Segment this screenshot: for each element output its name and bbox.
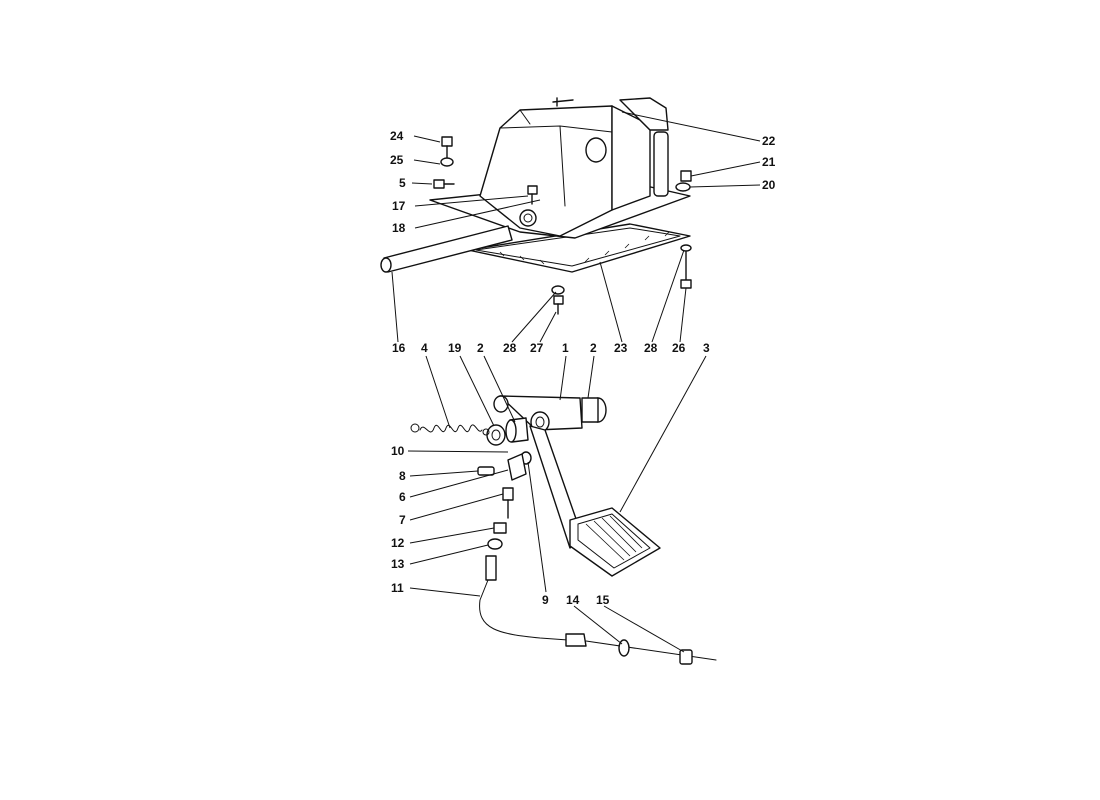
pivot-shaft <box>380 225 513 273</box>
callout-labels: 24 25 5 17 18 16 4 19 2 1 2 3 28 27 23 2… <box>390 129 776 607</box>
callout-24: 24 <box>390 129 404 143</box>
small-hardware-left <box>433 136 538 205</box>
callout-28-right: 28 <box>644 341 658 355</box>
callout-21: 21 <box>762 155 776 169</box>
callout-19: 19 <box>448 341 462 355</box>
callout-9: 9 <box>542 593 549 607</box>
callout-18: 18 <box>392 221 406 235</box>
callout-12: 12 <box>391 536 405 550</box>
callout-13: 13 <box>391 557 405 571</box>
small-hardware-right <box>551 170 692 315</box>
leader-lines <box>391 111 761 653</box>
callout-10: 10 <box>391 444 405 458</box>
callout-5: 5 <box>399 176 406 190</box>
callout-22: 22 <box>762 134 776 148</box>
callout-7: 7 <box>399 513 406 527</box>
callout-2-right: 2 <box>590 341 597 355</box>
clevis-and-linkage <box>477 453 527 581</box>
callout-17: 17 <box>392 199 406 213</box>
return-spring <box>410 423 490 436</box>
callout-4: 4 <box>421 341 428 355</box>
callout-8: 8 <box>399 469 406 483</box>
callout-28-left: 28 <box>503 341 517 355</box>
callout-1: 1 <box>562 341 569 355</box>
clutch-cable <box>479 579 717 665</box>
callout-15: 15 <box>596 593 610 607</box>
callout-26: 26 <box>672 341 686 355</box>
callout-20: 20 <box>762 178 776 192</box>
callout-16: 16 <box>392 341 406 355</box>
callout-14: 14 <box>566 593 580 607</box>
callout-25: 25 <box>390 153 404 167</box>
pedal-box-housing <box>429 97 691 273</box>
callout-27: 27 <box>530 341 544 355</box>
callout-2-left: 2 <box>477 341 484 355</box>
callout-6: 6 <box>399 490 406 504</box>
callout-3: 3 <box>703 341 710 355</box>
callout-11: 11 <box>391 581 404 595</box>
callout-23: 23 <box>614 341 628 355</box>
pedal-lever <box>486 395 661 577</box>
